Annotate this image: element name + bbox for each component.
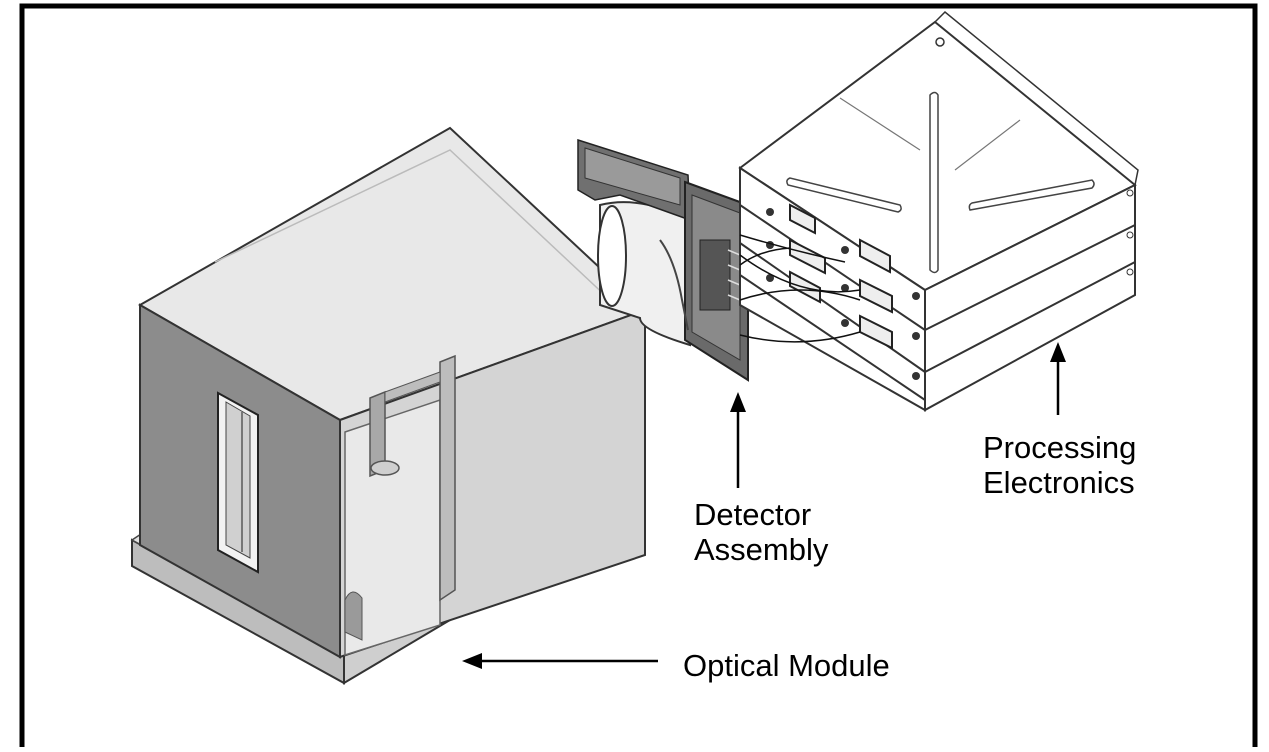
cable-harness bbox=[739, 234, 861, 343]
label-processing-electronics: Processing Electronics bbox=[983, 430, 1136, 500]
figure-frame bbox=[19, 3, 1258, 747]
label-processing-line1: Processing bbox=[983, 430, 1137, 465]
label-detector-line1: Detector bbox=[694, 497, 812, 532]
arrow-processing bbox=[1050, 342, 1066, 415]
label-optical-module: Optical Module bbox=[683, 648, 890, 683]
arrow-optical bbox=[462, 653, 658, 669]
label-processing-line2: Electronics bbox=[983, 465, 1135, 500]
label-detector-line2: Assembly bbox=[694, 532, 829, 567]
label-detector-assembly: Detector Assembly bbox=[694, 497, 828, 567]
detector-assembly bbox=[577, 138, 749, 382]
arrow-detector bbox=[730, 392, 746, 488]
processing-electronics bbox=[738, 10, 1139, 412]
optical-module bbox=[130, 126, 647, 685]
